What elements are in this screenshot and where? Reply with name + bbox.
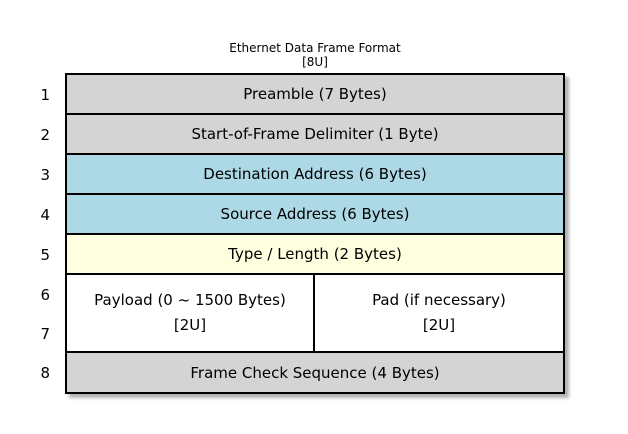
field-label-payload-units: [2U]	[173, 316, 207, 334]
row-number-1: 1	[40, 86, 50, 104]
row-number-8: 8	[40, 363, 50, 382]
field-label-preamble: Preamble (7 Bytes)	[243, 85, 387, 103]
row-number-5: 5	[40, 246, 50, 264]
diagram-title-block: Ethernet Data Frame Format [8U]	[65, 41, 565, 69]
field-row-preamble: Preamble (7 Bytes)	[67, 75, 563, 115]
row-number-column: 1 2 3 4 5 6 7 8	[0, 73, 65, 394]
row-number-6: 6	[40, 285, 50, 304]
field-label-source-address: Source Address (6 Bytes)	[220, 205, 410, 223]
row-number-2: 2	[40, 126, 50, 144]
frame-format-table: Preamble (7 Bytes) Start-of-Frame Delimi…	[65, 73, 565, 394]
field-row-sfd: Start-of-Frame Delimiter (1 Byte)	[67, 115, 563, 155]
field-row-source-address: Source Address (6 Bytes)	[67, 195, 563, 235]
row-number-3: 3	[40, 166, 50, 184]
field-cell-payload: Payload (0 ~ 1500 Bytes) [2U]	[67, 275, 315, 351]
row-number-4: 4	[40, 206, 50, 224]
field-label-payload: Payload (0 ~ 1500 Bytes)	[94, 291, 286, 309]
field-label-sfd: Start-of-Frame Delimiter (1 Byte)	[191, 125, 439, 143]
field-row-type-length: Type / Length (2 Bytes)	[67, 235, 563, 275]
ethernet-frame-diagram: 1 2 3 4 5 6 7 8 Preamble (7 Bytes) Start…	[0, 73, 565, 394]
field-label-type-length: Type / Length (2 Bytes)	[228, 245, 402, 263]
diagram-subtitle: [8U]	[302, 55, 328, 69]
field-cell-pad: Pad (if necessary) [2U]	[315, 275, 563, 351]
field-row-payload-pad: Payload (0 ~ 1500 Bytes) [2U] Pad (if ne…	[67, 275, 563, 353]
field-label-fcs: Frame Check Sequence (4 Bytes)	[190, 363, 440, 382]
diagram-title: Ethernet Data Frame Format	[229, 41, 401, 55]
field-label-pad-units: [2U]	[422, 316, 456, 334]
field-row-fcs: Frame Check Sequence (4 Bytes)	[67, 353, 563, 392]
field-label-destination-address: Destination Address (6 Bytes)	[203, 165, 427, 183]
field-label-pad: Pad (if necessary)	[372, 291, 506, 309]
field-row-destination-address: Destination Address (6 Bytes)	[67, 155, 563, 195]
row-number-7: 7	[40, 324, 50, 343]
